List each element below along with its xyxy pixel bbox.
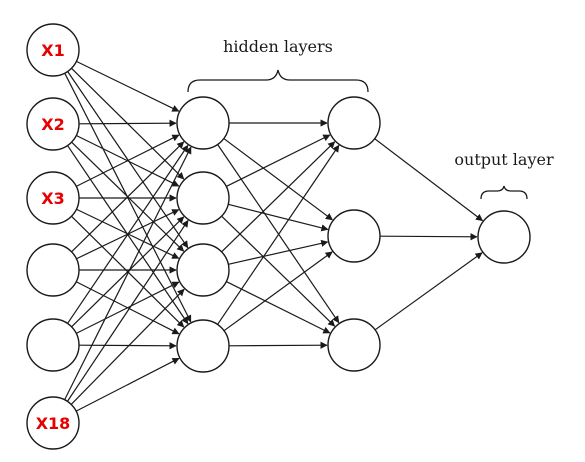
edge-l0-n5-to-l1-n0 [64, 146, 192, 401]
hidden-layers-brace [187, 69, 369, 93]
input-node-1 [26, 23, 80, 77]
edge-l0-n5-to-l1-n1 [66, 219, 189, 402]
input-node-3 [26, 171, 80, 225]
edge-l0-n1-to-l1-n0 [78, 119, 177, 127]
edge-l2-n0-to-l3-n0 [374, 138, 484, 222]
edge-l0-n0-to-l1-n0 [76, 60, 180, 112]
edge-l0-n0-to-l1-n2 [67, 71, 189, 249]
hidden1-node-1 [176, 96, 230, 150]
hidden1-node-3 [176, 243, 230, 297]
edge-l1-n3-to-l2-n1 [223, 251, 333, 332]
edge-l1-n1-to-l2-n1 [228, 203, 329, 232]
edge-l0-n5-to-l1-n2 [70, 288, 185, 405]
edge-l1-n0-to-l2-n2 [217, 144, 340, 324]
input-label-1: X1 [41, 41, 64, 60]
hidden-layers-title: hidden layers [223, 37, 333, 56]
edge-l1-n1-to-l2-n0 [226, 134, 331, 187]
output-node-1 [477, 210, 531, 264]
hidden1-node-2 [176, 171, 230, 225]
hidden2-node-3 [327, 318, 381, 372]
hidden2-node-1 [327, 96, 381, 150]
input-node-2 [26, 97, 80, 151]
input-label-2: X2 [41, 115, 64, 134]
edge-l0-n4-to-l1-n1 [71, 216, 185, 328]
input-node-5 [26, 318, 80, 372]
edge-l0-n4-to-l1-n0 [67, 144, 189, 324]
hidden1-node-4 [176, 319, 230, 373]
edge-l0-n3-to-l1-n0 [71, 141, 185, 253]
edge-l1-n0-to-l2-n1 [223, 138, 333, 221]
edge-l1-n1-to-l2-n2 [221, 215, 336, 327]
input-label-3: X3 [41, 189, 64, 208]
edge-l0-n4-to-l1-n3 [78, 342, 177, 350]
hidden2-node-2 [327, 209, 381, 263]
edge-l1-n2-to-l2-n1 [228, 239, 329, 265]
input-node-4 [26, 243, 80, 297]
connections [64, 60, 484, 412]
edge-l0-n2-to-l1-n0 [75, 134, 180, 187]
edge-l2-n1-to-l3-n0 [379, 233, 478, 241]
edge-l2-n2-to-l3-n0 [374, 252, 483, 331]
output-layer-brace [480, 185, 528, 200]
input-label-6: X18 [36, 414, 71, 433]
edge-l1-n2-to-l2-n2 [226, 281, 331, 334]
edge-l0-n5-to-l1-n3 [75, 357, 180, 412]
edge-l1-n2-to-l2-n0 [221, 141, 336, 253]
edge-l0-n4-to-l1-n2 [75, 281, 180, 334]
input-node-6 [26, 396, 80, 450]
edge-l1-n3-to-l2-n0 [217, 144, 340, 325]
edge-l1-n3-to-l2-n2 [228, 341, 328, 349]
output-layer-title: output layer [454, 150, 554, 169]
